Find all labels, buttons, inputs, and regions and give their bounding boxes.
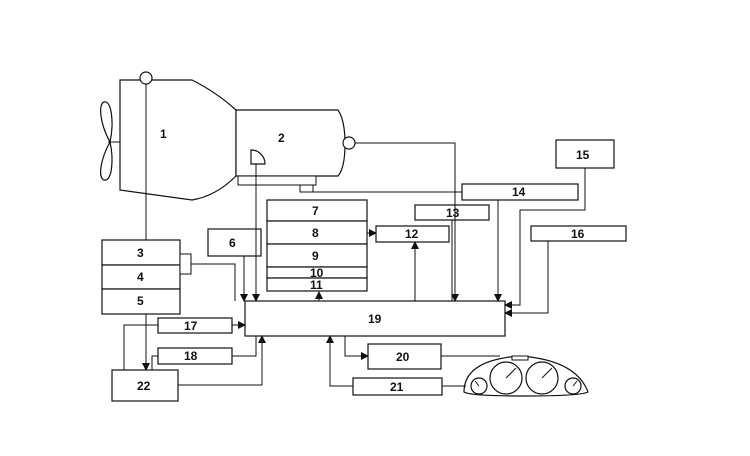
box-8: 8 [266,220,368,245]
transmission-output-sensor [342,136,356,150]
instrument-cluster-icon [463,355,589,397]
box-21: 21 [352,377,443,396]
fan-icon [100,101,120,181]
box-5: 5 [101,288,181,315]
transmission-block: 2 [235,109,346,186]
label-16: 16 [571,227,585,241]
box-18: 18 [157,347,233,365]
box-16: 16 [530,225,627,242]
label-6: 6 [229,236,236,250]
box-19: 19 [244,300,506,337]
box-12: 12 [375,225,450,243]
transmission-connector [237,175,317,186]
box-17: 17 [157,317,233,334]
box-7: 7 [266,199,368,222]
label-1: 1 [160,127,167,141]
connection-lines [123,84,586,387]
box-6: 6 [207,228,262,257]
engine-top-sensor [139,71,153,85]
box-3: 3 [101,239,181,266]
engine-block: 1 [119,79,237,201]
box-20: 20 [367,343,442,370]
label-11: 11 [310,278,323,292]
box-15: 15 [555,139,615,169]
label-19: 19 [368,312,382,326]
speed-sensor-half-circle [250,149,266,165]
box-4: 4 [101,264,181,290]
label-14: 14 [512,185,526,199]
label-22: 22 [137,379,151,393]
label-20: 20 [396,350,410,364]
label-9: 9 [312,249,319,263]
label-10: 10 [310,266,324,280]
label-3: 3 [137,246,144,260]
box-14: 14 [461,183,579,201]
label-4: 4 [137,270,144,284]
label-21: 21 [390,380,404,394]
box-22: 22 [111,369,179,402]
box-4-connector [179,253,192,275]
label-8: 8 [312,226,319,240]
label-13: 13 [446,206,460,220]
label-7: 7 [312,204,319,218]
label-17: 17 [184,319,198,333]
label-5: 5 [137,294,144,308]
box-9: 9 [266,243,368,268]
label-18: 18 [184,349,198,363]
box-11: 11 [266,277,368,292]
label-12: 12 [405,227,419,241]
box-13: 13 [414,204,490,221]
label-2: 2 [278,131,285,145]
label-15: 15 [576,148,590,162]
